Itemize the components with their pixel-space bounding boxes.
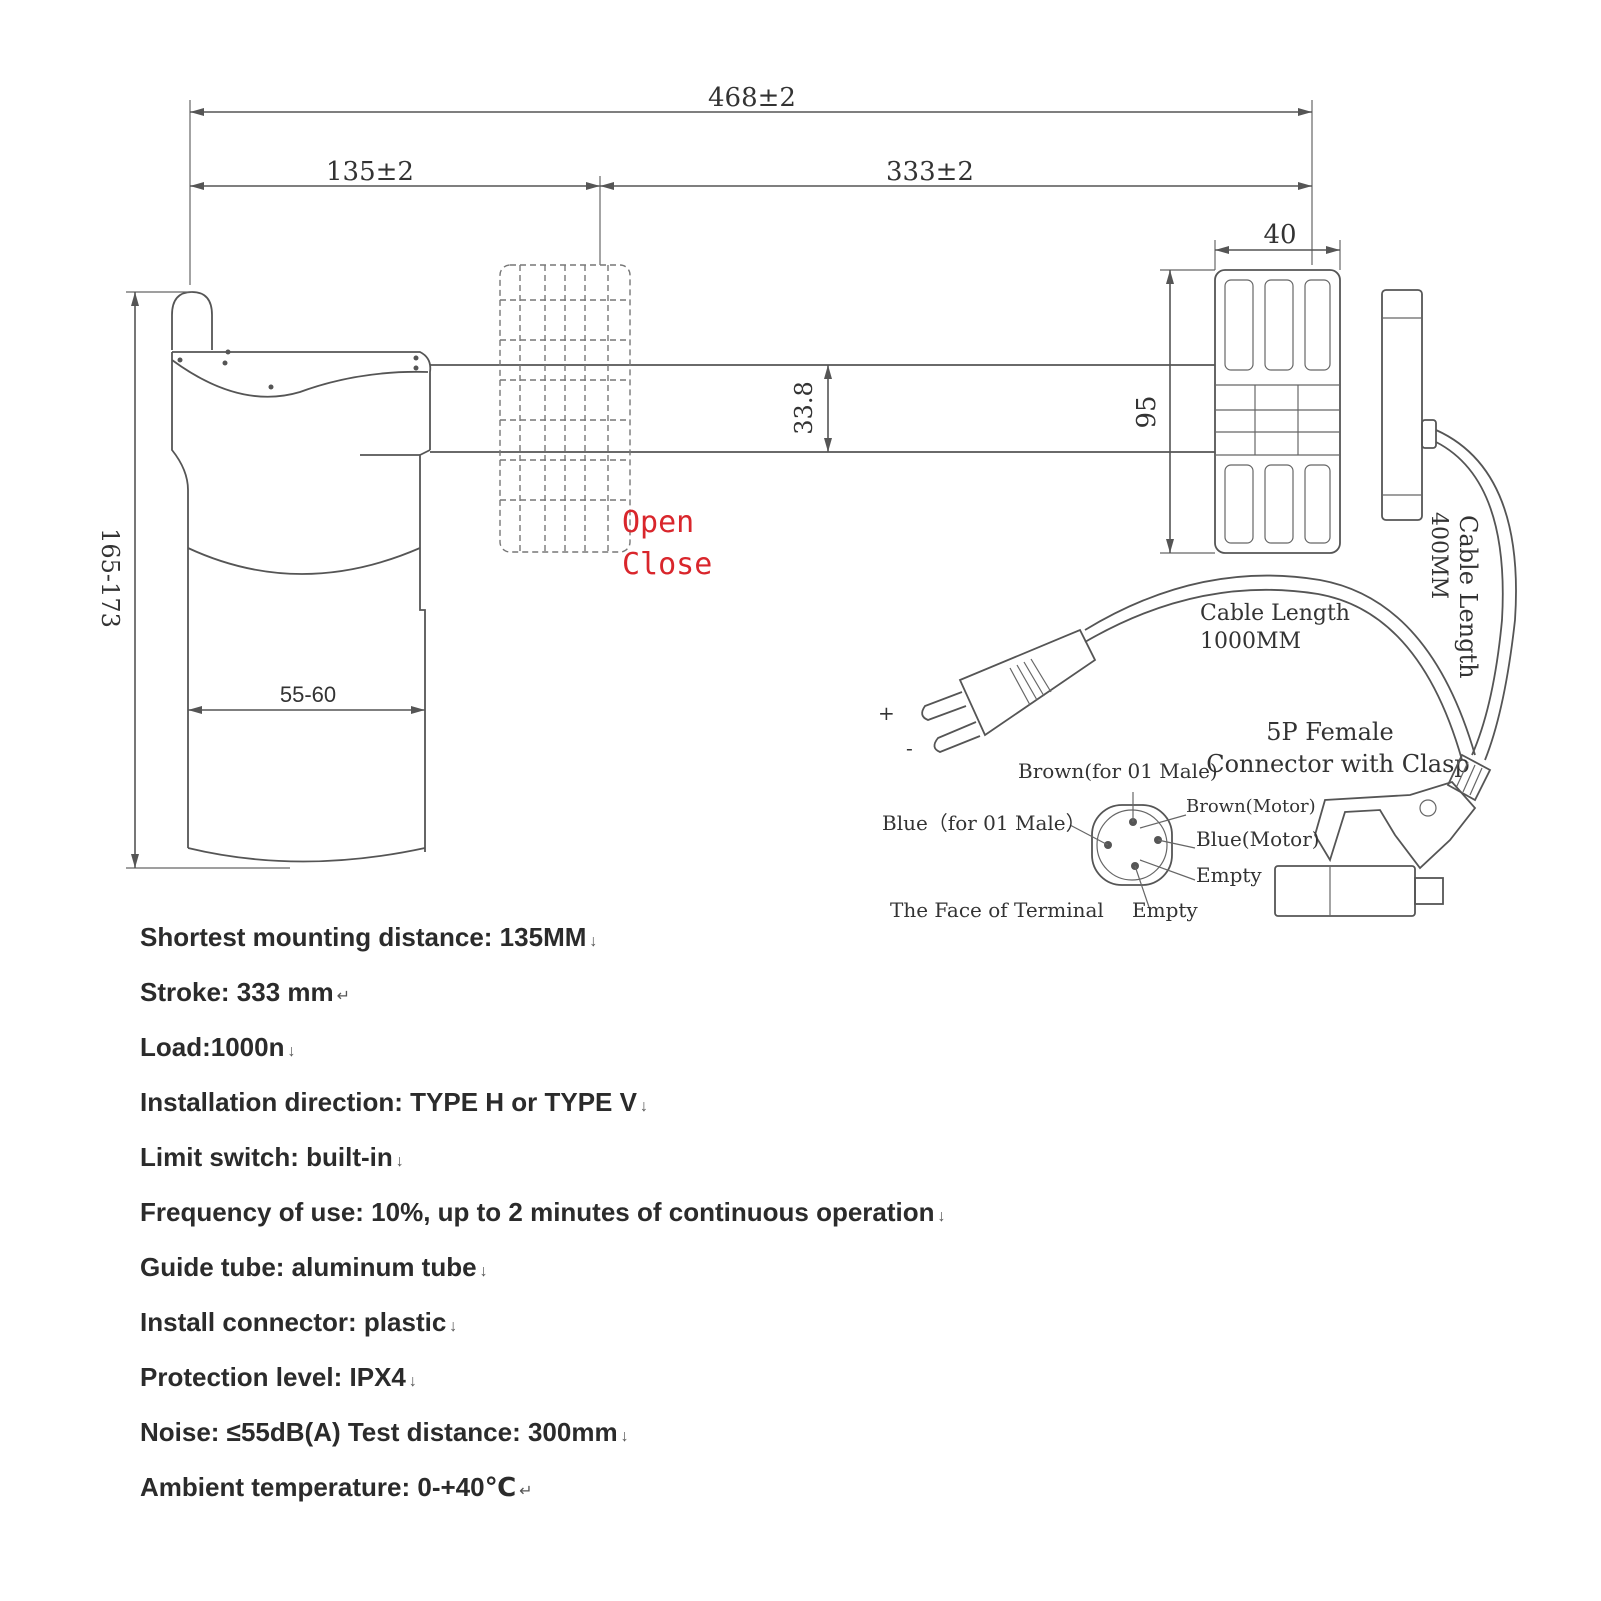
spec-stroke: Stroke: 333 mm↵ xyxy=(140,977,351,1007)
cable-1000-line1: Cable Length xyxy=(1200,601,1350,626)
connector-line2: Connector with Clasp xyxy=(1206,750,1470,778)
spec-frequency: Frequency of use: 10%, up to 2 minutes o… xyxy=(140,1197,946,1227)
dimension-motor-height: 165-173 xyxy=(96,291,290,869)
spec-installation-direction: Installation direction: TYPE H or TYPE V… xyxy=(140,1087,648,1117)
spec-protection-level: Protection level: IPX4↓ xyxy=(140,1362,417,1392)
dimension-stroke: 333±2 xyxy=(600,157,1312,190)
empty-label-1: Empty xyxy=(1196,863,1262,887)
stroke-label: 333±2 xyxy=(886,157,974,187)
motor-body xyxy=(171,291,432,863)
motor-height-label: 165-173 xyxy=(96,528,124,628)
motor-width-label: 55-60 xyxy=(280,682,336,707)
retracted-end-fitting xyxy=(499,264,631,553)
spec-limit-switch: Limit switch: built-in↓ xyxy=(140,1142,404,1172)
brown-motor-label: Brown(Motor) xyxy=(1186,796,1316,817)
plus-label: + xyxy=(878,701,895,725)
dimension-total-length: 468±2 xyxy=(189,83,1313,285)
spec-mounting-distance: Shortest mounting distance: 135MM↓ xyxy=(140,922,598,952)
actuator-technical-drawing: 468±2 135±2 333±2 xyxy=(96,83,1517,922)
face-terminal-label: The Face of Terminal xyxy=(890,898,1104,922)
open-label: Open xyxy=(622,505,694,540)
extended-end-fitting xyxy=(1214,269,1341,554)
end-width-label: 40 xyxy=(1263,220,1296,250)
brown-male-label: Brown(for 01 Male) xyxy=(1018,759,1218,783)
male-plug xyxy=(921,628,1097,753)
cable-1000mm xyxy=(1084,574,1476,761)
dimension-end-height: 95 xyxy=(1132,269,1215,554)
spec-ambient-temperature: Ambient temperature: 0-+40℃↵ xyxy=(140,1472,533,1502)
female-connector xyxy=(1274,753,1492,917)
spec-noise: Noise: ≤55dB(A) Test distance: 300mm↓ xyxy=(140,1417,629,1447)
spec-load: Load:1000n↓ xyxy=(140,1032,296,1062)
minus-label: - xyxy=(906,736,913,760)
cable-400-line1: Cable Length xyxy=(1454,515,1482,679)
blue-male-label: Blue（for 01 Male） xyxy=(882,811,1086,835)
dimension-motor-width: 55-60 xyxy=(188,682,425,714)
total-length-label: 468±2 xyxy=(708,83,796,113)
terminal-face xyxy=(1069,792,1196,911)
side-bracket xyxy=(1381,289,1437,521)
mounting-label: 135±2 xyxy=(326,157,414,187)
dimension-mounting: 135±2 xyxy=(190,157,601,265)
actuator-rod xyxy=(430,364,1215,453)
cable-400-line2: 400MM xyxy=(1426,512,1451,599)
connector-line1: 5P Female xyxy=(1266,718,1394,746)
close-label: Close xyxy=(622,547,712,582)
empty-label-2: Empty xyxy=(1132,898,1198,922)
spec-list: Shortest mounting distance: 135MM↓ Strok… xyxy=(140,915,1440,1520)
end-height-label: 95 xyxy=(1132,395,1162,428)
rod-diameter-label: 33.8 xyxy=(790,381,818,434)
cable-400mm xyxy=(1435,429,1517,761)
dimension-end-width: 40 xyxy=(1214,220,1341,270)
spec-install-connector: Install connector: plastic↓ xyxy=(140,1307,458,1337)
cable-1000-line2: 1000MM xyxy=(1200,629,1301,654)
blue-motor-label: Blue(Motor) xyxy=(1196,827,1320,851)
dimension-rod-diameter: 33.8 xyxy=(790,365,832,452)
spec-guide-tube: Guide tube: aluminum tube↓ xyxy=(140,1252,488,1282)
